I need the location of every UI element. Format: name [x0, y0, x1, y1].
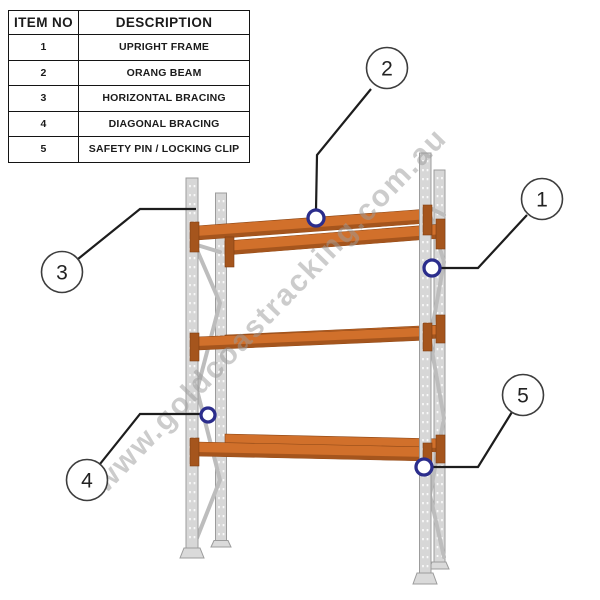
- leader-line-2: [314, 88, 372, 211]
- callout-bubble-4: 4: [65, 458, 109, 502]
- callout-circle-1: [520, 177, 564, 221]
- callout-number-4: 4: [81, 470, 93, 493]
- beam-shadow-edge: [225, 234, 443, 255]
- horizontal-bracing: [195, 243, 222, 254]
- beam-level-bottom: [195, 433, 444, 462]
- description-cell: HORIZONTAL BRACING: [78, 85, 251, 112]
- item-no-cell: 1: [7, 34, 80, 61]
- leader-line-4: [99, 412, 201, 465]
- callout-circle-2: [365, 46, 409, 90]
- description-cell: UPRIGHT FRAME: [78, 34, 251, 61]
- beam-shadow-edge: [196, 336, 429, 350]
- callout-number-3: 3: [56, 262, 68, 285]
- callout-bubble-1: 1: [520, 177, 564, 221]
- callout-circle-3: [40, 250, 84, 294]
- marker-point-2: [306, 208, 326, 228]
- beam-connector: [189, 437, 200, 467]
- description-cell: DIAGONAL BRACING: [78, 110, 251, 137]
- description-cell: ORANG BEAM: [78, 59, 251, 86]
- beam-shadow-edge: [196, 219, 429, 240]
- callout-bubble-5: 5: [501, 373, 545, 417]
- right-front-foot: [412, 572, 438, 585]
- marker-point-1: [422, 258, 442, 278]
- beam-connectors: [189, 204, 446, 472]
- item-no-cell: 4: [7, 110, 80, 137]
- beam-connector: [435, 314, 446, 344]
- callout-circle-4: [65, 458, 109, 502]
- beam-level-middle: [195, 324, 444, 351]
- callout-number-2: 2: [381, 58, 393, 81]
- beam-connector: [422, 204, 433, 236]
- beam-shadow-edge: [196, 452, 429, 461]
- callout-circle-5: [501, 373, 545, 417]
- diagonal-bracing: [428, 213, 446, 559]
- left-front-foot: [179, 547, 205, 559]
- callout-number-5: 5: [517, 385, 529, 408]
- beam-connector: [422, 322, 433, 352]
- leader-line-5: [433, 411, 513, 469]
- beam-connector: [189, 221, 200, 253]
- beam-connector: [435, 218, 446, 250]
- description-cell: SAFETY PIN / LOCKING CLIP: [78, 136, 251, 163]
- beam-connector: [224, 236, 235, 268]
- callout-annotations: 1 2 3 4 5: [40, 46, 564, 502]
- right-back-foot: [428, 561, 450, 570]
- horizontal-bracing: [428, 206, 446, 217]
- callout-bubble-3: 3: [40, 250, 84, 294]
- leader-line-3: [77, 207, 196, 260]
- pallet-rack-illustration: [179, 152, 450, 585]
- beam-connector: [189, 332, 200, 362]
- marker-point-5: [414, 457, 434, 477]
- description-header: DESCRIPTION: [78, 10, 251, 35]
- leader-line-1: [441, 214, 528, 270]
- left-back-foot: [210, 540, 232, 548]
- item-no-cell: 5: [7, 136, 80, 163]
- marker-point-4: [199, 406, 217, 424]
- item-no-cell: 3: [7, 85, 80, 112]
- item-no-header: ITEM NO: [7, 10, 80, 35]
- callout-bubble-2: 2: [365, 46, 409, 90]
- parts-table-header: ITEM NO DESCRIPTION: [7, 10, 251, 35]
- item-no-cell: 2: [7, 59, 80, 86]
- callout-number-1: 1: [536, 189, 548, 212]
- beam-connector: [435, 434, 446, 464]
- header-row: ITEM NO DESCRIPTION: [7, 10, 251, 35]
